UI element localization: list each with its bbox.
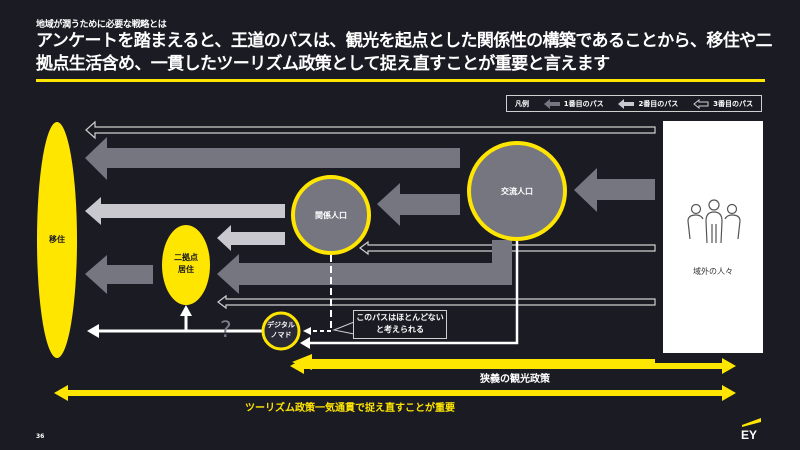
people-icon: [687, 199, 741, 244]
callout-line-1: このパスはほとんどない: [356, 313, 444, 322]
path2-arrow-related-to-dual: [217, 225, 285, 251]
headline-underline: [36, 79, 765, 82]
light-arrow-icon: [618, 98, 635, 109]
dark-arrow-icon: [543, 98, 560, 109]
section-subtitle: 地域が潤うために必要な戦略とは: [36, 20, 167, 30]
callout-line-2: と考えられる: [376, 325, 424, 334]
outline-arrow-mid: [359, 240, 656, 256]
digital-nomad-node: [261, 311, 301, 351]
related-population-label: 関係人口: [315, 211, 347, 220]
exchange-to-nomad-line: [308, 241, 519, 345]
legend-item-path2: 2番目のパス: [618, 98, 678, 109]
outside-people-label: 域外の人々: [693, 267, 733, 276]
yellow-arrow-to-nomad: [292, 354, 655, 370]
outside-people-box: 域外の人々: [663, 121, 763, 353]
digital-nomad-label-1: デジタル: [267, 321, 295, 329]
legend-item-path3: 3番目のパス: [693, 98, 753, 109]
legend-item-path1: 1番目のパス: [543, 98, 604, 109]
wide-policy-label: ツーリズム政策一気通貫で捉え直すことが重要: [245, 403, 455, 414]
nomad-to-migration-arrowhead: [87, 324, 99, 338]
related-population-node: [291, 175, 371, 255]
dual-residence-label-2: 居住: [178, 265, 194, 274]
callout-box: このパスはほとんどない と考えられる: [353, 310, 447, 339]
dual-residence-label-1: 二拠点: [174, 253, 198, 262]
dual-residence-node: [162, 225, 210, 305]
page-number: 36: [36, 433, 45, 440]
nomad-to-dual-arrowhead: [180, 305, 192, 316]
narrow-span-arrow: [290, 358, 736, 374]
migration-label: 移住: [49, 235, 65, 244]
wide-span-arrow: [54, 385, 736, 401]
path1-arrow-outside-to-exchange: [574, 168, 655, 212]
digital-nomad-label-2: ノマド: [270, 331, 292, 339]
outline-arrow-icon: [693, 98, 709, 109]
callout-pointer: [332, 321, 355, 335]
outline-arrow-low: [217, 294, 656, 310]
legend: 凡例 1番目のパス 2番目のパス 3番目のパス: [506, 95, 762, 112]
path1-arrow-dual-to-migration: [85, 255, 153, 294]
path2-arrow-related-to-migration: [85, 197, 285, 225]
legend-title: 凡例: [515, 99, 529, 108]
migration-node: [37, 122, 77, 358]
exchange-population-node: [467, 141, 567, 241]
path1-arrow-exchange-to-migration: [85, 137, 460, 180]
outline-arrow-top: [85, 120, 656, 140]
path1-arrow-exchange-to-related: [377, 183, 460, 226]
page-headline: アンケートを踏まえると、王道のパスは、観光を起点とした関係性の構築であることから…: [36, 31, 773, 74]
path1-arrow-exchange-to-dual: [217, 240, 512, 294]
narrow-policy-label: 狭義の観光政策: [480, 374, 550, 385]
dashed-arrowhead: [303, 327, 311, 335]
unknown-mark: ?: [220, 318, 232, 343]
ey-logo: EY: [741, 418, 761, 441]
svg-text:EY: EY: [741, 428, 757, 441]
exchange-population-label: 交流人口: [501, 187, 533, 196]
